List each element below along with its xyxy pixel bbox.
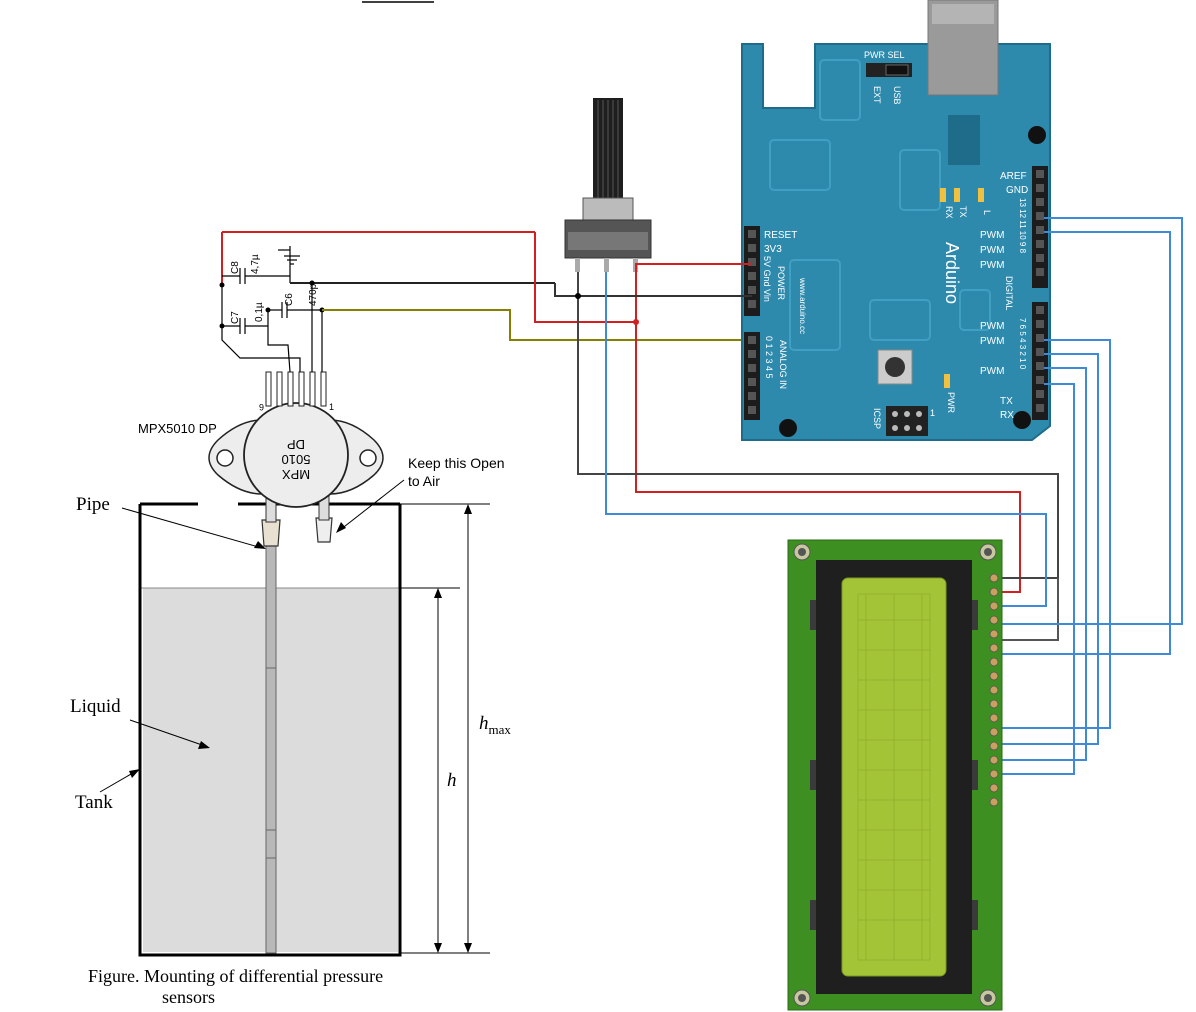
pin-1-label: 1	[329, 402, 334, 412]
digital-header-lo	[1032, 302, 1048, 420]
power-label: POWER	[776, 266, 786, 301]
h-label: h	[447, 770, 457, 791]
c8-label: C8	[230, 261, 241, 274]
wire-d5	[994, 339, 1111, 729]
wire-d11	[994, 231, 1171, 655]
wires	[534, 217, 1183, 775]
wire-d4	[994, 353, 1099, 745]
keep-open-label-2: to Air	[408, 473, 440, 489]
c7-label: C7	[230, 311, 241, 324]
pipe	[265, 544, 277, 954]
gnd-label: GND	[1006, 185, 1028, 196]
pipe-label: Pipe	[76, 494, 110, 515]
hmax-label: hmax	[479, 713, 511, 737]
sensor-dome	[243, 402, 349, 508]
hmax-base: h	[479, 713, 489, 734]
wire-d12	[994, 217, 1183, 625]
arduino-board: PWR SEL EXT USB RX TX L ICSP 1 PWR Ardui…	[741, 0, 1051, 441]
led-tx-label: TX	[958, 206, 968, 218]
lcd-pins	[989, 573, 999, 807]
pwm-label-6: PWM	[980, 366, 1004, 377]
pin-6-label: 6	[259, 402, 264, 412]
wire-d2	[994, 383, 1075, 775]
wire-gnd-lcd2	[994, 578, 1059, 641]
caption-line-1: Mounting of differential pressure	[144, 966, 384, 986]
pressure-sensor: MPX 5010 DP 6 1 MPX5010 DP Keep this Ope…	[138, 371, 505, 547]
sensor-text-3: DP	[287, 437, 305, 452]
digital-nums-hi: 13 12 11 10 9 8	[1018, 198, 1027, 254]
ext-label: EXT	[872, 86, 882, 104]
tank-assembly: Pipe Liquid Tank h hmax	[70, 494, 511, 957]
arduino-url: www.arduino.cc	[798, 277, 807, 334]
sensor-name-label: MPX5010 DP	[138, 421, 217, 436]
capacitor-network	[221, 231, 555, 373]
rx-label: RX	[1000, 410, 1014, 421]
sensor-text-1: MPX	[282, 467, 311, 482]
v33-label: 3V3	[764, 244, 782, 255]
tank-label: Tank	[75, 792, 113, 813]
liquid-label: Liquid	[70, 696, 121, 717]
arduino-brand: Arduino	[942, 242, 962, 304]
led-l-label: L	[982, 210, 992, 215]
digital-nums-lo: 7 6 5 4 3 2 1 0	[1018, 318, 1027, 370]
caption-dot: .	[135, 966, 140, 986]
pwm-label-4: PWM	[980, 321, 1004, 332]
lcd-module	[787, 539, 1003, 1011]
icsp-pin1-label: 1	[930, 408, 935, 418]
c8-value: 4,7µ	[250, 254, 261, 274]
wire-d3	[994, 367, 1087, 761]
aref-label: AREF	[1000, 171, 1027, 182]
figure-caption: Figure. Mounting of differential pressur…	[88, 966, 488, 1008]
wire-signal-olive	[322, 309, 752, 341]
sensor-text-2: 5010	[282, 452, 311, 467]
caption-line-2: sensors	[162, 987, 215, 1007]
pwm-label-5: PWM	[980, 336, 1004, 347]
sensor-port-right	[315, 517, 333, 543]
icsp-header	[886, 406, 928, 436]
junction-dots	[219, 280, 325, 329]
c7-value: 0,1µ	[254, 302, 265, 322]
hmax-sub: max	[489, 722, 512, 737]
capacitor-labels: C8 4,7µ C7 0,1µ C6 470p	[230, 254, 319, 324]
wire-pot-wiper	[605, 272, 1047, 607]
keep-open-label-1: Keep this Open	[408, 455, 505, 471]
sensor-pins	[265, 371, 327, 407]
wire-gnd-black	[554, 283, 752, 297]
wire-red-sensor	[534, 232, 636, 323]
tank-wall	[138, 504, 402, 957]
tx-label: TX	[1000, 396, 1013, 407]
pwm-label-3: PWM	[980, 260, 1004, 271]
wire-red-lcd	[635, 272, 1021, 593]
sensor-port-left	[261, 519, 281, 547]
pwm-label-2: PWM	[980, 245, 1004, 256]
led-rx-label: RX	[944, 206, 954, 219]
wire-junctions	[575, 293, 639, 325]
power-pins-label: 5V Gnd Vin	[762, 256, 772, 302]
analog-in-label: ANALOG IN	[778, 340, 788, 389]
caption-prefix: Figure	[88, 966, 135, 986]
c6-label: C6	[284, 293, 295, 306]
pwr-sel-label: PWR SEL	[864, 50, 905, 60]
wire-5v-red	[635, 263, 752, 272]
icsp-label: ICSP	[872, 408, 882, 429]
reset-label: RESET	[764, 230, 797, 241]
c6-value: 470p	[308, 283, 319, 306]
potentiometer	[564, 98, 652, 272]
wire-gnd-pot	[577, 272, 1059, 579]
analog-nums-label: 0 1 2 3 4 5	[764, 336, 774, 379]
pwm-label-1: PWM	[980, 230, 1004, 241]
digital-label: DIGITAL	[1004, 276, 1014, 310]
pwr-led-label: PWR	[946, 392, 956, 413]
usb-label: USB	[892, 86, 902, 105]
